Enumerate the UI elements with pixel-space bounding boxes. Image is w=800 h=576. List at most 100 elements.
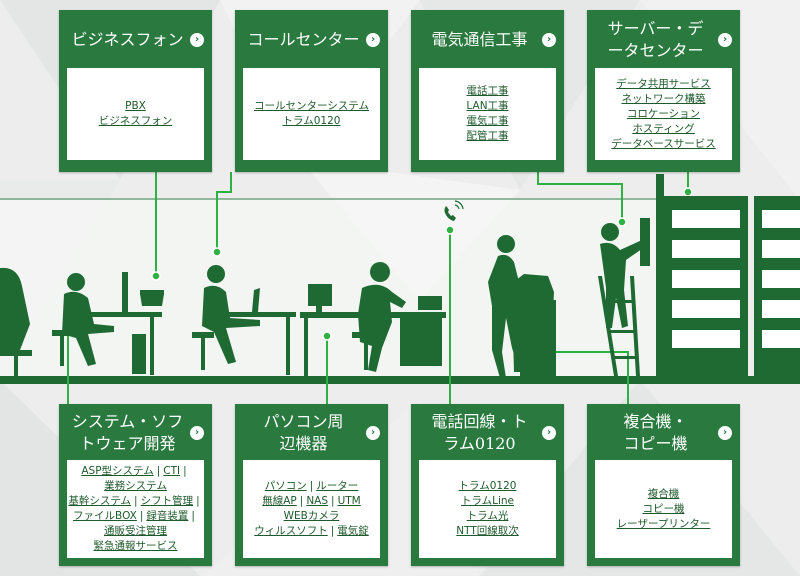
service-link[interactable]: NAS: [306, 495, 329, 507]
service-link[interactable]: ASP型システム: [81, 465, 154, 477]
link-row: コロケーション: [627, 107, 700, 122]
card-call-center[interactable]: コールセンター › コールセンターシステムトラム0120: [235, 10, 388, 172]
service-link[interactable]: レーザープリンター: [616, 517, 711, 530]
card-multifunction-copier[interactable]: 複合機・コピー機 › 複合機コピー機レーザープリンター: [587, 404, 740, 566]
chevron-right-icon[interactable]: ›: [542, 33, 556, 47]
service-link[interactable]: 電気工事: [466, 115, 509, 127]
link-row: 業務システム: [104, 479, 167, 494]
service-link[interactable]: トラム光: [466, 510, 509, 522]
link-row: 基幹システム|シフト管理|: [68, 494, 202, 509]
card-title[interactable]: ビジネスフォン: [71, 30, 184, 49]
link-row: コールセンターシステム: [254, 99, 369, 114]
link-row: 通販受注管理: [104, 524, 167, 539]
link-row: 電気工事: [467, 114, 509, 129]
service-link[interactable]: ネットワーク構築: [621, 92, 706, 105]
service-link[interactable]: コピー機: [642, 502, 685, 515]
link-list: 電話工事 LAN工事電気工事配管工事: [419, 68, 556, 160]
card-phone-line[interactable]: 電話回線・トラム0120 › トラム0120 トラムLine トラム光 NTT回線取次: [411, 404, 564, 566]
service-link[interactable]: 通販受注管理: [104, 525, 167, 537]
chevron-right-icon[interactable]: ›: [718, 33, 732, 47]
link-separator: |: [183, 465, 187, 477]
chevron-right-icon[interactable]: ›: [718, 426, 732, 440]
phone-ringing-icon: [444, 200, 464, 221]
service-link[interactable]: トラム0120: [282, 115, 341, 127]
link-row: ASP型システム|CTI|: [81, 464, 189, 479]
service-link[interactable]: 緊急通報サービス: [93, 540, 178, 552]
service-link[interactable]: シフト管理: [140, 495, 194, 507]
chevron-right-icon[interactable]: ›: [542, 426, 556, 440]
service-link[interactable]: WEBカメラ: [283, 510, 340, 522]
card-business-phone[interactable]: ビジネスフォン › PBX ビジネスフォン: [59, 10, 212, 172]
link-separator: |: [299, 495, 304, 507]
link-row: WEBカメラ: [284, 509, 340, 524]
link-row: NTT回線取次: [456, 524, 519, 539]
service-link[interactable]: ホスティング: [632, 122, 695, 135]
service-link[interactable]: ウィルスソフト: [254, 525, 328, 537]
service-link[interactable]: 複合機: [647, 487, 680, 500]
link-row: ウィルスソフト|電気錠: [254, 524, 369, 539]
link-row: 無線AP|NAS|UTM: [262, 494, 360, 509]
chevron-right-icon[interactable]: ›: [190, 426, 204, 440]
chevron-right-icon[interactable]: ›: [190, 33, 204, 47]
card-title[interactable]: システム・ソフトウェア開発: [71, 412, 184, 453]
service-link[interactable]: LAN工事: [466, 100, 509, 112]
link-row: ネットワーク構築: [622, 92, 706, 107]
chevron-right-icon[interactable]: ›: [366, 33, 380, 47]
floor-line: [0, 376, 800, 384]
card-system-software[interactable]: システム・ソフトウェア開発› ASP型システム|CTI|業務システム基幹システム…: [59, 404, 212, 566]
service-link[interactable]: UTM: [337, 495, 361, 507]
service-link[interactable]: ルーター: [316, 480, 359, 492]
card-title[interactable]: コールセンター: [247, 30, 360, 49]
link-separator: |: [309, 480, 314, 492]
service-link[interactable]: データベースサービス: [611, 137, 716, 150]
link-row: トラム光: [467, 509, 509, 524]
service-link[interactable]: 録音装置: [146, 510, 189, 522]
card-title[interactable]: 電話回線・トラム0120: [431, 412, 528, 453]
link-separator: |: [134, 495, 138, 507]
link-separator: |: [331, 495, 335, 507]
service-link[interactable]: ビジネスフォン: [98, 115, 173, 127]
service-link[interactable]: データ共用サービス: [616, 77, 711, 90]
service-link[interactable]: 配管工事: [466, 130, 509, 142]
link-list: コールセンターシステムトラム0120: [243, 68, 380, 160]
link-row: トラム0120: [283, 114, 341, 129]
card-telecom-construction[interactable]: 電気通信工事 › 電話工事 LAN工事電気工事配管工事: [411, 10, 564, 172]
service-link[interactable]: CTI: [163, 465, 181, 477]
service-link[interactable]: トラムLine: [460, 495, 515, 507]
service-link[interactable]: ファイルBOX: [73, 510, 137, 522]
service-link[interactable]: 電話工事: [466, 85, 509, 97]
link-row: トラム0120: [459, 479, 517, 494]
service-link[interactable]: 業務システム: [104, 480, 167, 492]
card-title[interactable]: パソコン周辺機器: [263, 412, 344, 453]
service-link[interactable]: トラム0120: [458, 480, 517, 492]
service-link[interactable]: 電気錠: [337, 525, 369, 537]
link-row: トラムLine: [461, 494, 514, 509]
card-title[interactable]: 電気通信工事: [431, 30, 528, 49]
link-row: ビジネスフォン: [99, 114, 173, 129]
link-row: 緊急通報サービス: [94, 539, 178, 554]
card-title[interactable]: サーバー・データセンター: [607, 19, 704, 60]
service-link[interactable]: PBX: [125, 100, 146, 112]
service-link[interactable]: 無線AP: [262, 495, 297, 507]
service-link[interactable]: コールセンターシステム: [254, 100, 369, 112]
link-row: PBX: [125, 99, 146, 114]
link-row: パソコン|ルーター: [265, 479, 359, 494]
link-row: データベースサービス: [611, 137, 715, 152]
link-separator: |: [191, 510, 195, 522]
service-link[interactable]: コロケーション: [626, 107, 701, 120]
link-list: ASP型システム|CTI|業務システム基幹システム|シフト管理|ファイルBOX|…: [67, 460, 204, 558]
service-link[interactable]: パソコン: [264, 480, 307, 492]
card-title[interactable]: 複合機・コピー機: [623, 412, 688, 453]
link-row: ファイルBOX|録音装置|: [73, 509, 198, 524]
link-separator: |: [139, 510, 144, 522]
link-row: ホスティング: [632, 122, 694, 137]
card-server-datacenter[interactable]: サーバー・データセンター › データ共用サービスネットワーク構築コロケーションホス…: [587, 10, 740, 172]
link-list: データ共用サービスネットワーク構築コロケーションホスティングデータベースサービス: [595, 68, 732, 160]
chevron-right-icon[interactable]: ›: [366, 426, 380, 440]
server-racks: [656, 174, 800, 380]
service-link[interactable]: NTT回線取次: [456, 525, 519, 537]
service-link[interactable]: 基幹システム: [68, 495, 132, 507]
